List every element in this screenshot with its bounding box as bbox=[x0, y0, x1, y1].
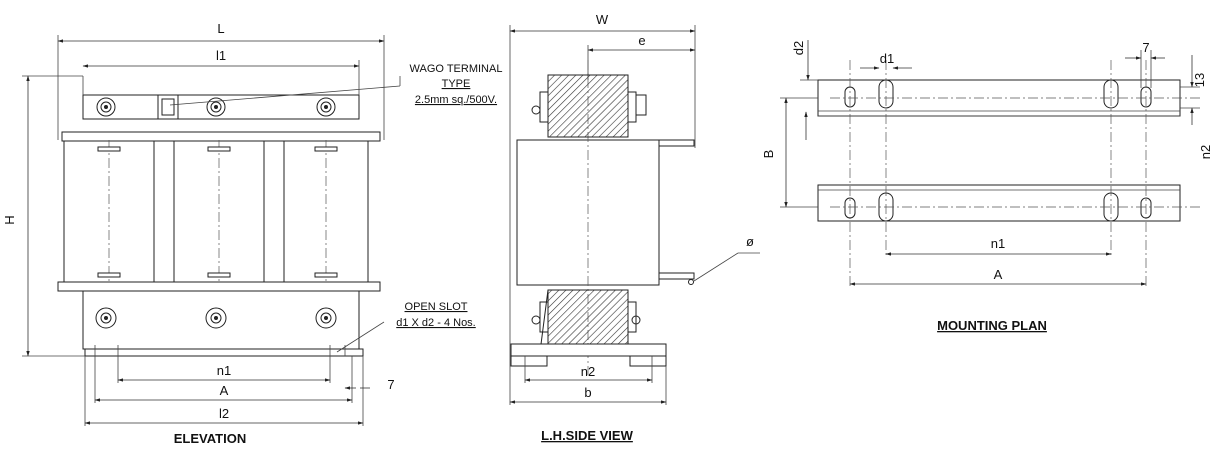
dim-B-label: B bbox=[761, 150, 776, 159]
wago-note-line3: 2.5mm sq./500V. bbox=[415, 94, 497, 106]
elevation-title: ELEVATION bbox=[174, 431, 246, 446]
dim-d1-label: d1 bbox=[880, 51, 894, 66]
dim-L-label: L bbox=[217, 21, 224, 36]
dim-H-label: H bbox=[2, 215, 17, 224]
side-view-title: L.H.SIDE VIEW bbox=[541, 428, 633, 443]
dim-l1-label: l1 bbox=[216, 48, 226, 63]
wago-note-line2: TYPE bbox=[442, 78, 471, 90]
slot-note-line2: d1 X d2 - 4 Nos. bbox=[396, 317, 476, 329]
dim-b-label: b bbox=[584, 385, 591, 400]
dim-d2-label: d2 bbox=[791, 41, 806, 55]
mounting-plan-title: MOUNTING PLAN bbox=[937, 318, 1047, 333]
mounting-plan: d2 d1 7 13 B n2 n1 A MOUNTING PLAN bbox=[761, 40, 1213, 333]
wago-note-line1: WAGO TERMINAL bbox=[410, 63, 503, 75]
dim-A-mp-label: A bbox=[994, 267, 1003, 282]
dim-seven-mp-label: 7 bbox=[1142, 40, 1149, 55]
terminal-bolts bbox=[95, 94, 337, 329]
dim-n1-label: n1 bbox=[217, 363, 231, 378]
slot-note-line1: OPEN SLOT bbox=[405, 301, 468, 313]
dim-seven-label: 7 bbox=[387, 377, 394, 392]
dim-n1-mp-label: n1 bbox=[991, 236, 1005, 251]
side-view: W e n2 b ø L.H.SIDE VIEW bbox=[509, 12, 760, 443]
dim-e-label: e bbox=[638, 33, 645, 48]
dim-n2-label: n2 bbox=[581, 364, 595, 379]
dim-thirteen-label: 13 bbox=[1192, 73, 1207, 87]
elevation-view: L l1 H n1 A l2 7 WAGO TERMINAL TYPE 2.5m… bbox=[2, 21, 502, 446]
dim-phi-label: ø bbox=[746, 234, 754, 249]
dim-A-label: A bbox=[220, 383, 229, 398]
dim-W-label: W bbox=[596, 12, 609, 27]
dim-l2-label: l2 bbox=[219, 406, 229, 421]
dim-n2-mp-label: n2 bbox=[1198, 145, 1213, 159]
